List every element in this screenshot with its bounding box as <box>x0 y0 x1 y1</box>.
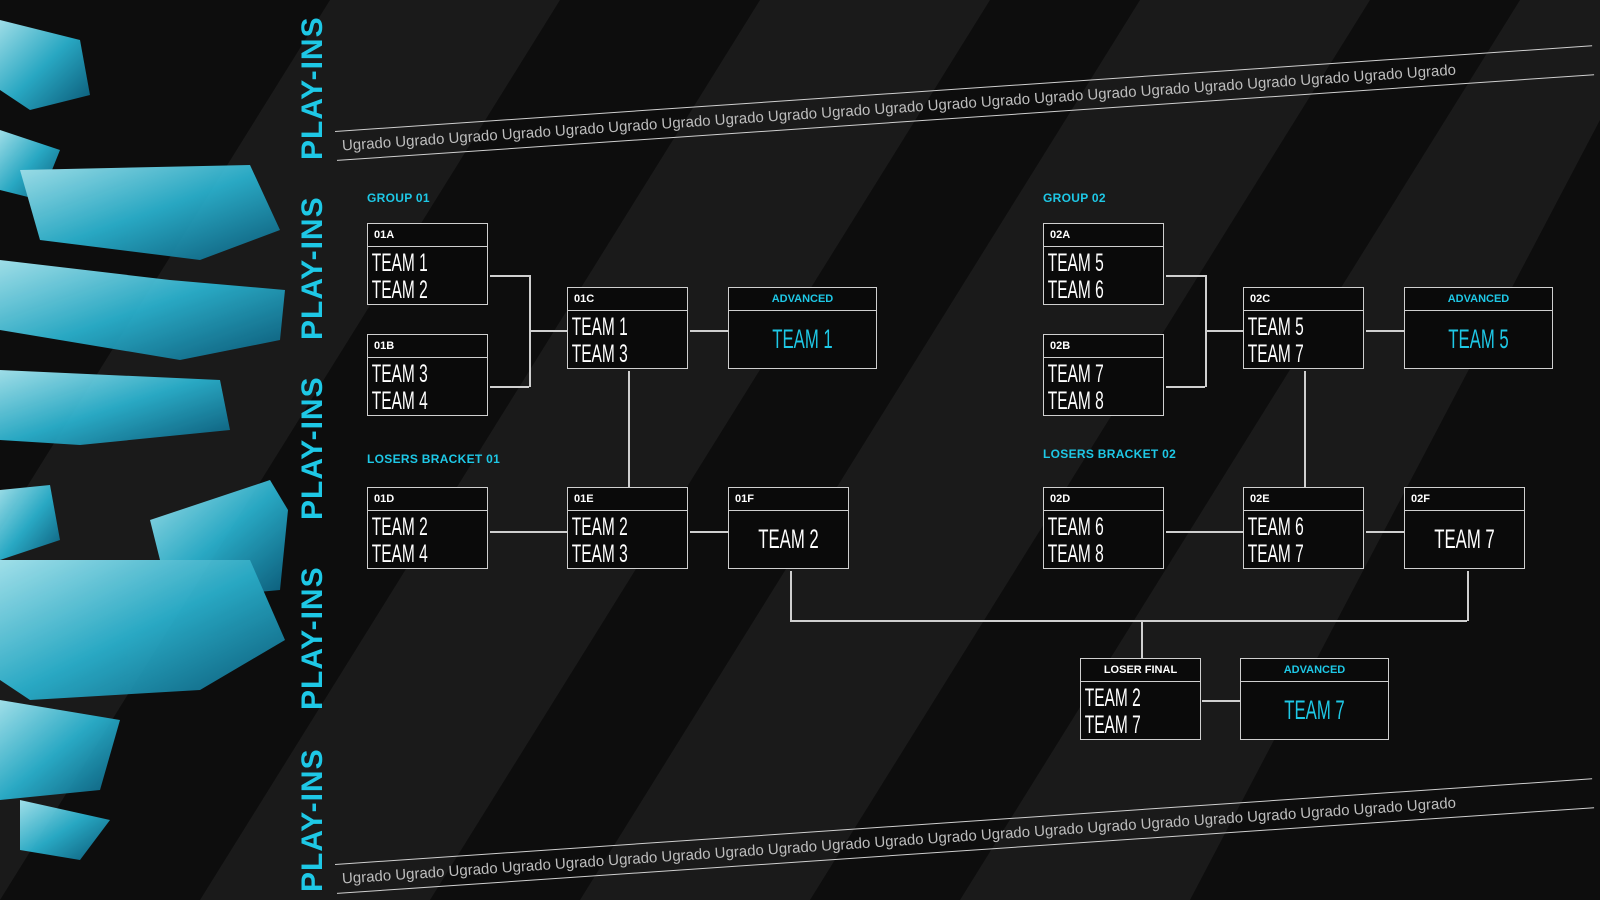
side-label: PLAY-INS <box>296 196 329 340</box>
match-id: 02A <box>1044 224 1163 247</box>
connector-line <box>1467 571 1469 621</box>
connector-line <box>1166 386 1205 388</box>
connector-line <box>1205 330 1243 332</box>
team: TEAM 3 <box>571 540 628 568</box>
match-id: 01D <box>368 488 487 511</box>
match-id: 01B <box>368 335 487 358</box>
match-01f: 01F TEAM 2 <box>728 487 849 569</box>
team: TEAM 7 <box>1434 524 1495 554</box>
team: TEAM 6 <box>1247 513 1304 541</box>
side-label: PLAY-INS <box>296 748 329 892</box>
match-id: 02F <box>1405 488 1524 511</box>
team: TEAM 6 <box>1047 513 1104 541</box>
team: TEAM 2 <box>371 513 428 541</box>
connector-line <box>529 330 567 332</box>
team: TEAM 6 <box>1047 276 1104 304</box>
advanced-label: ADVANCED <box>1241 659 1388 682</box>
advanced-02: ADVANCED TEAM 5 <box>1404 287 1553 369</box>
team: TEAM 4 <box>371 540 428 568</box>
bg-stripe <box>580 0 1370 900</box>
match-id: 01E <box>568 488 687 511</box>
connector-line <box>1366 330 1404 332</box>
match-id: 01C <box>568 288 687 311</box>
team: TEAM 2 <box>758 524 819 554</box>
connector-line <box>690 330 728 332</box>
crystal-artwork <box>0 20 288 860</box>
advanced-team: TEAM 1 <box>772 324 833 354</box>
team: TEAM 4 <box>371 387 428 415</box>
team: TEAM 1 <box>371 249 428 277</box>
team: TEAM 7 <box>1084 711 1141 739</box>
group-title: GROUP 01 <box>367 191 430 205</box>
team: TEAM 8 <box>1047 387 1104 415</box>
team: TEAM 2 <box>1084 684 1141 712</box>
bg-stripe <box>200 0 990 900</box>
match-id: 02E <box>1244 488 1363 511</box>
losers-bracket-title: LOSERS BRACKET 01 <box>367 452 501 466</box>
side-label: PLAY-INS <box>296 16 329 160</box>
connector-line <box>1141 620 1143 658</box>
match-id: 02B <box>1044 335 1163 358</box>
match-id: 02C <box>1244 288 1363 311</box>
match-id: 01F <box>729 488 848 511</box>
team: TEAM 8 <box>1047 540 1104 568</box>
group-title: GROUP 02 <box>1043 191 1106 205</box>
team: TEAM 5 <box>1247 313 1304 341</box>
losers-bracket-title: LOSERS BRACKET 02 <box>1043 447 1177 461</box>
match-id: 01A <box>368 224 487 247</box>
connector-line <box>690 531 728 533</box>
connector-line <box>628 371 630 487</box>
side-label: PLAY-INS <box>296 376 329 520</box>
advanced-loser-final: ADVANCED TEAM 7 <box>1240 658 1389 740</box>
connector-line <box>1304 371 1306 487</box>
team: TEAM 7 <box>1247 340 1304 368</box>
team: TEAM 3 <box>571 340 628 368</box>
connector-line <box>490 386 529 388</box>
connector-line <box>1166 275 1205 277</box>
advanced-team: TEAM 7 <box>1284 695 1345 725</box>
team: TEAM 7 <box>1047 360 1104 388</box>
team: TEAM 5 <box>1047 249 1104 277</box>
connector-line <box>490 531 567 533</box>
team: TEAM 2 <box>371 276 428 304</box>
connector-line <box>790 571 792 620</box>
advanced-01: ADVANCED TEAM 1 <box>728 287 877 369</box>
match-id: 02D <box>1044 488 1163 511</box>
match-id: LOSER FINAL <box>1081 659 1200 682</box>
connector-line <box>1202 700 1240 702</box>
connector-line <box>790 620 1467 622</box>
team: TEAM 2 <box>571 513 628 541</box>
team: TEAM 7 <box>1247 540 1304 568</box>
connector-line <box>1166 531 1243 533</box>
team: TEAM 3 <box>371 360 428 388</box>
advanced-label: ADVANCED <box>1405 288 1552 311</box>
advanced-team: TEAM 5 <box>1448 324 1509 354</box>
team: TEAM 1 <box>571 313 628 341</box>
connector-line <box>490 275 529 277</box>
match-02f: 02F TEAM 7 <box>1404 487 1525 569</box>
connector-line <box>1366 531 1404 533</box>
advanced-label: ADVANCED <box>729 288 876 311</box>
side-label: PLAY-INS <box>296 566 329 710</box>
